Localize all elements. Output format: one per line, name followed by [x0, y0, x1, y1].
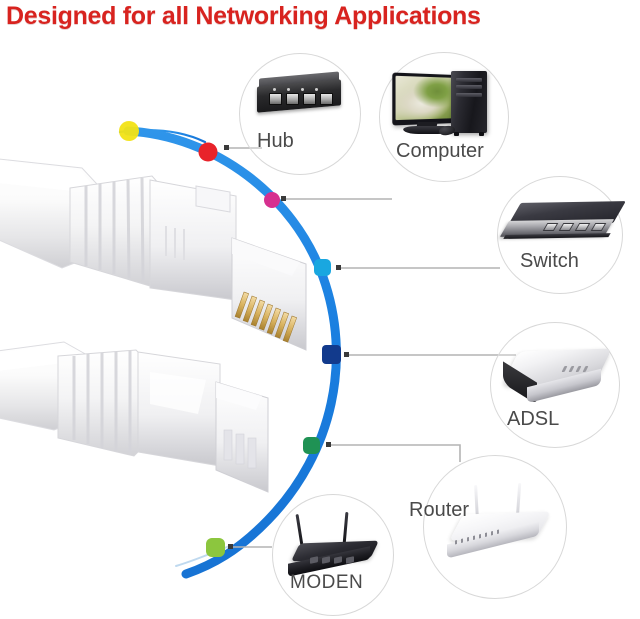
node-computer[interactable]: Computer	[379, 52, 509, 182]
leader-line-router	[326, 442, 461, 462]
page-title-text: Designed for all Networking Applications	[6, 1, 481, 30]
hub-icon	[247, 69, 353, 121]
arc-dot-start	[119, 121, 139, 141]
node-label-adsl: ADSL	[507, 408, 560, 430]
switch-icon	[499, 196, 626, 244]
leader-line-computer	[281, 196, 392, 201]
arc-dot-switch	[314, 259, 331, 276]
page-title: Designed for all Networking Applications	[0, 0, 640, 32]
node-label-router: Router	[409, 499, 470, 521]
node-label-computer: Computer	[396, 140, 484, 162]
node-adsl[interactable]: ADSL	[490, 322, 622, 448]
node-label-hub: Hub	[257, 130, 294, 152]
node-label-moden: MODEN	[290, 572, 364, 593]
arc-tail-bottom	[175, 544, 233, 567]
node-moden[interactable]: MODEN	[272, 494, 396, 618]
arc-dot-computer	[264, 192, 280, 208]
leader-line-switch	[336, 265, 500, 270]
node-router[interactable]: Router	[409, 455, 569, 601]
adsl-modem-icon	[501, 344, 615, 405]
arc-dot-adsl	[322, 345, 341, 364]
computer-icon	[391, 66, 499, 138]
arc-dot-moden	[206, 538, 225, 557]
node-hub[interactable]: Hub	[239, 53, 361, 175]
node-circle-hub	[239, 53, 361, 175]
node-label-switch: Switch	[520, 250, 579, 272]
modem-icon	[284, 511, 384, 577]
arc-dot-hub	[198, 142, 218, 162]
leader-line-adsl	[344, 352, 516, 357]
leader-line-moden	[228, 544, 272, 549]
node-switch[interactable]: Switch	[497, 176, 626, 294]
arc-dot-router	[303, 437, 320, 454]
